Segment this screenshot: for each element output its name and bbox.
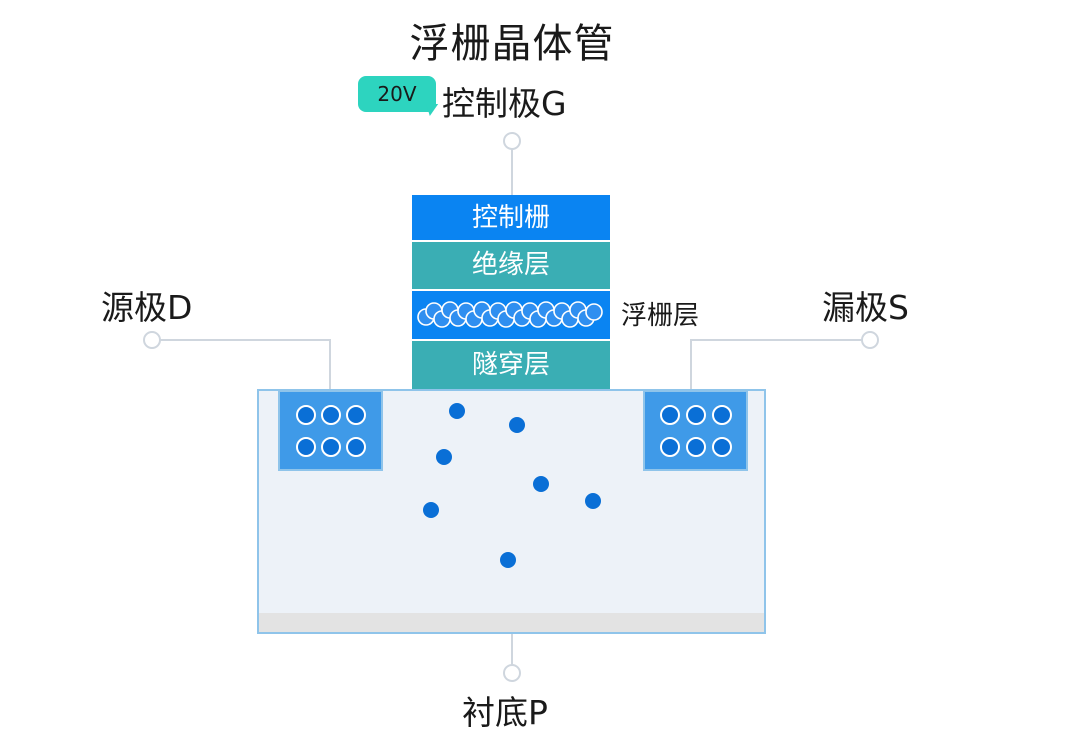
electron-dot — [449, 403, 465, 419]
floating-gate-charge-cluster — [417, 301, 603, 328]
insulation-layer: 绝缘层 — [412, 242, 610, 291]
control-gate-layer: 控制栅 — [412, 195, 610, 242]
drain-well — [643, 390, 748, 471]
electron-dot — [533, 476, 549, 492]
gate-terminal-node — [503, 132, 521, 150]
substrate-terminal-label: 衬底P — [462, 693, 548, 732]
electron-dot — [423, 502, 439, 518]
electron-dot — [436, 449, 452, 465]
floating-gate-layer — [412, 291, 610, 341]
electron-dot — [500, 552, 516, 568]
drain-wire — [690, 339, 862, 390]
substrate-terminal-node — [503, 664, 521, 682]
floating-gate-label: 浮栅层 — [621, 301, 700, 331]
electron-dot — [585, 493, 601, 509]
substrate-base-strip — [259, 613, 764, 632]
source-terminal-node — [143, 331, 161, 349]
tunnel-layer: 隧穿层 — [412, 341, 610, 389]
drain-terminal-label: 漏极S — [822, 288, 909, 327]
diagram-title: 浮栅晶体管 — [409, 21, 615, 67]
source-terminal-label: 源极D — [101, 288, 193, 327]
source-wire — [160, 339, 331, 390]
drain-terminal-node — [861, 331, 879, 349]
electron-dot — [509, 417, 525, 433]
source-well — [278, 390, 383, 471]
voltage-badge: 20V — [358, 76, 436, 112]
gate-terminal-label: 控制极G — [442, 84, 567, 123]
source-well-electrons — [296, 405, 366, 457]
drain-well-electrons — [660, 405, 732, 457]
